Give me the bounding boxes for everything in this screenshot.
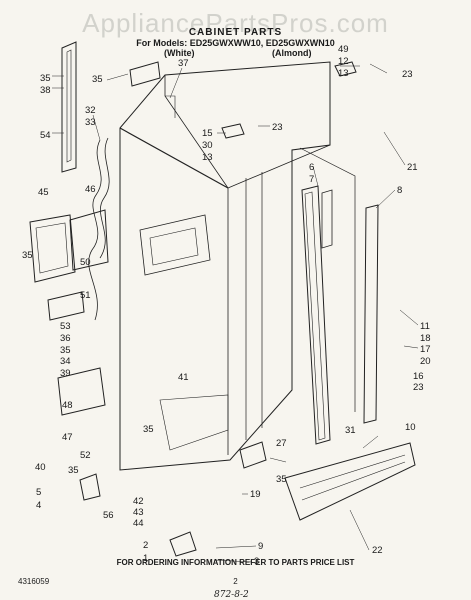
callout: 38	[40, 85, 51, 96]
callout: 48	[62, 400, 73, 411]
callout: 49	[338, 44, 349, 55]
base-grille	[284, 442, 416, 521]
callout: 34	[60, 356, 71, 367]
callout: 6	[309, 162, 314, 173]
callout: 42	[133, 496, 144, 507]
callout: 44	[133, 518, 144, 529]
callout: 46	[85, 184, 96, 195]
callout: 13	[338, 68, 349, 79]
callout-labels: 35 38 37 35 54 32 33 45 46 35 51 50 53 3…	[22, 44, 431, 567]
page-number: 2	[233, 577, 238, 586]
callout: 36	[60, 333, 71, 344]
callout: 20	[420, 356, 431, 367]
callout: 17	[420, 344, 431, 355]
callout: 4	[36, 500, 41, 511]
callout: 1	[143, 553, 148, 564]
wire-harness	[88, 137, 110, 321]
callout: 12	[338, 56, 349, 67]
callout: 10	[405, 422, 416, 433]
callout: 35	[60, 345, 71, 356]
doc-number: 4316059	[18, 577, 50, 586]
models-line: For Models: ED25GWXWW10, ED25GWXWN10	[136, 38, 335, 48]
callout: 35	[40, 73, 51, 84]
callout: 5	[36, 487, 41, 498]
heater-assembly	[29, 209, 109, 283]
callout: 40	[35, 462, 46, 473]
callout: 32	[85, 105, 96, 116]
rails	[301, 185, 379, 445]
callout: 23	[272, 122, 283, 133]
leader-lines	[52, 63, 419, 563]
callout: 52	[80, 450, 91, 461]
callout: 35	[92, 74, 103, 85]
control-box	[47, 291, 106, 416]
watermark: AppliancePartsPros.com	[82, 8, 389, 38]
callout: 16	[413, 371, 424, 382]
callout: 7	[309, 174, 314, 185]
callout: 54	[40, 130, 51, 141]
cabinet-body	[119, 61, 356, 471]
callout: 2	[143, 540, 148, 551]
callout: 11	[420, 321, 430, 332]
callout: 50	[80, 257, 91, 268]
callout: 27	[276, 438, 287, 449]
hinges	[79, 61, 357, 557]
callout: 35	[143, 424, 154, 435]
callout: 53	[60, 321, 71, 332]
ordering-note: FOR ORDERING INFORMATION REFER TO PARTS …	[116, 558, 355, 567]
callout: 41	[178, 372, 189, 383]
callout: 23	[413, 382, 424, 393]
callout: 19	[250, 489, 261, 500]
callout: 51	[80, 290, 91, 301]
callout: 35	[22, 250, 33, 261]
page-title: CABINET PARTS	[188, 27, 283, 38]
callout: 21	[407, 162, 418, 173]
callout: 8	[397, 185, 402, 196]
callout: 18	[420, 333, 431, 344]
color-almond: (Almond)	[272, 48, 312, 58]
callout: 13	[202, 152, 213, 163]
callout: 33	[85, 117, 96, 128]
callout: 45	[38, 187, 49, 198]
callout: 35	[68, 465, 79, 476]
callout: 37	[178, 58, 189, 69]
callout: 56	[103, 510, 114, 521]
callout: 3	[254, 556, 259, 567]
callout: 35	[276, 474, 287, 485]
callout: 15	[202, 128, 213, 139]
callout: 43	[133, 507, 144, 518]
colors-line: (White) (Almond)	[0, 48, 471, 58]
callout: 23	[402, 69, 413, 80]
handwritten-note: 872-8-2	[214, 590, 249, 600]
callout: 39	[60, 368, 71, 379]
callout: 47	[62, 432, 73, 443]
left-strip	[61, 41, 77, 173]
callout: 31	[345, 425, 356, 436]
color-white: (White)	[163, 48, 195, 58]
callout: 9	[258, 541, 263, 552]
callout: 30	[202, 140, 213, 151]
callout: 22	[372, 545, 383, 556]
